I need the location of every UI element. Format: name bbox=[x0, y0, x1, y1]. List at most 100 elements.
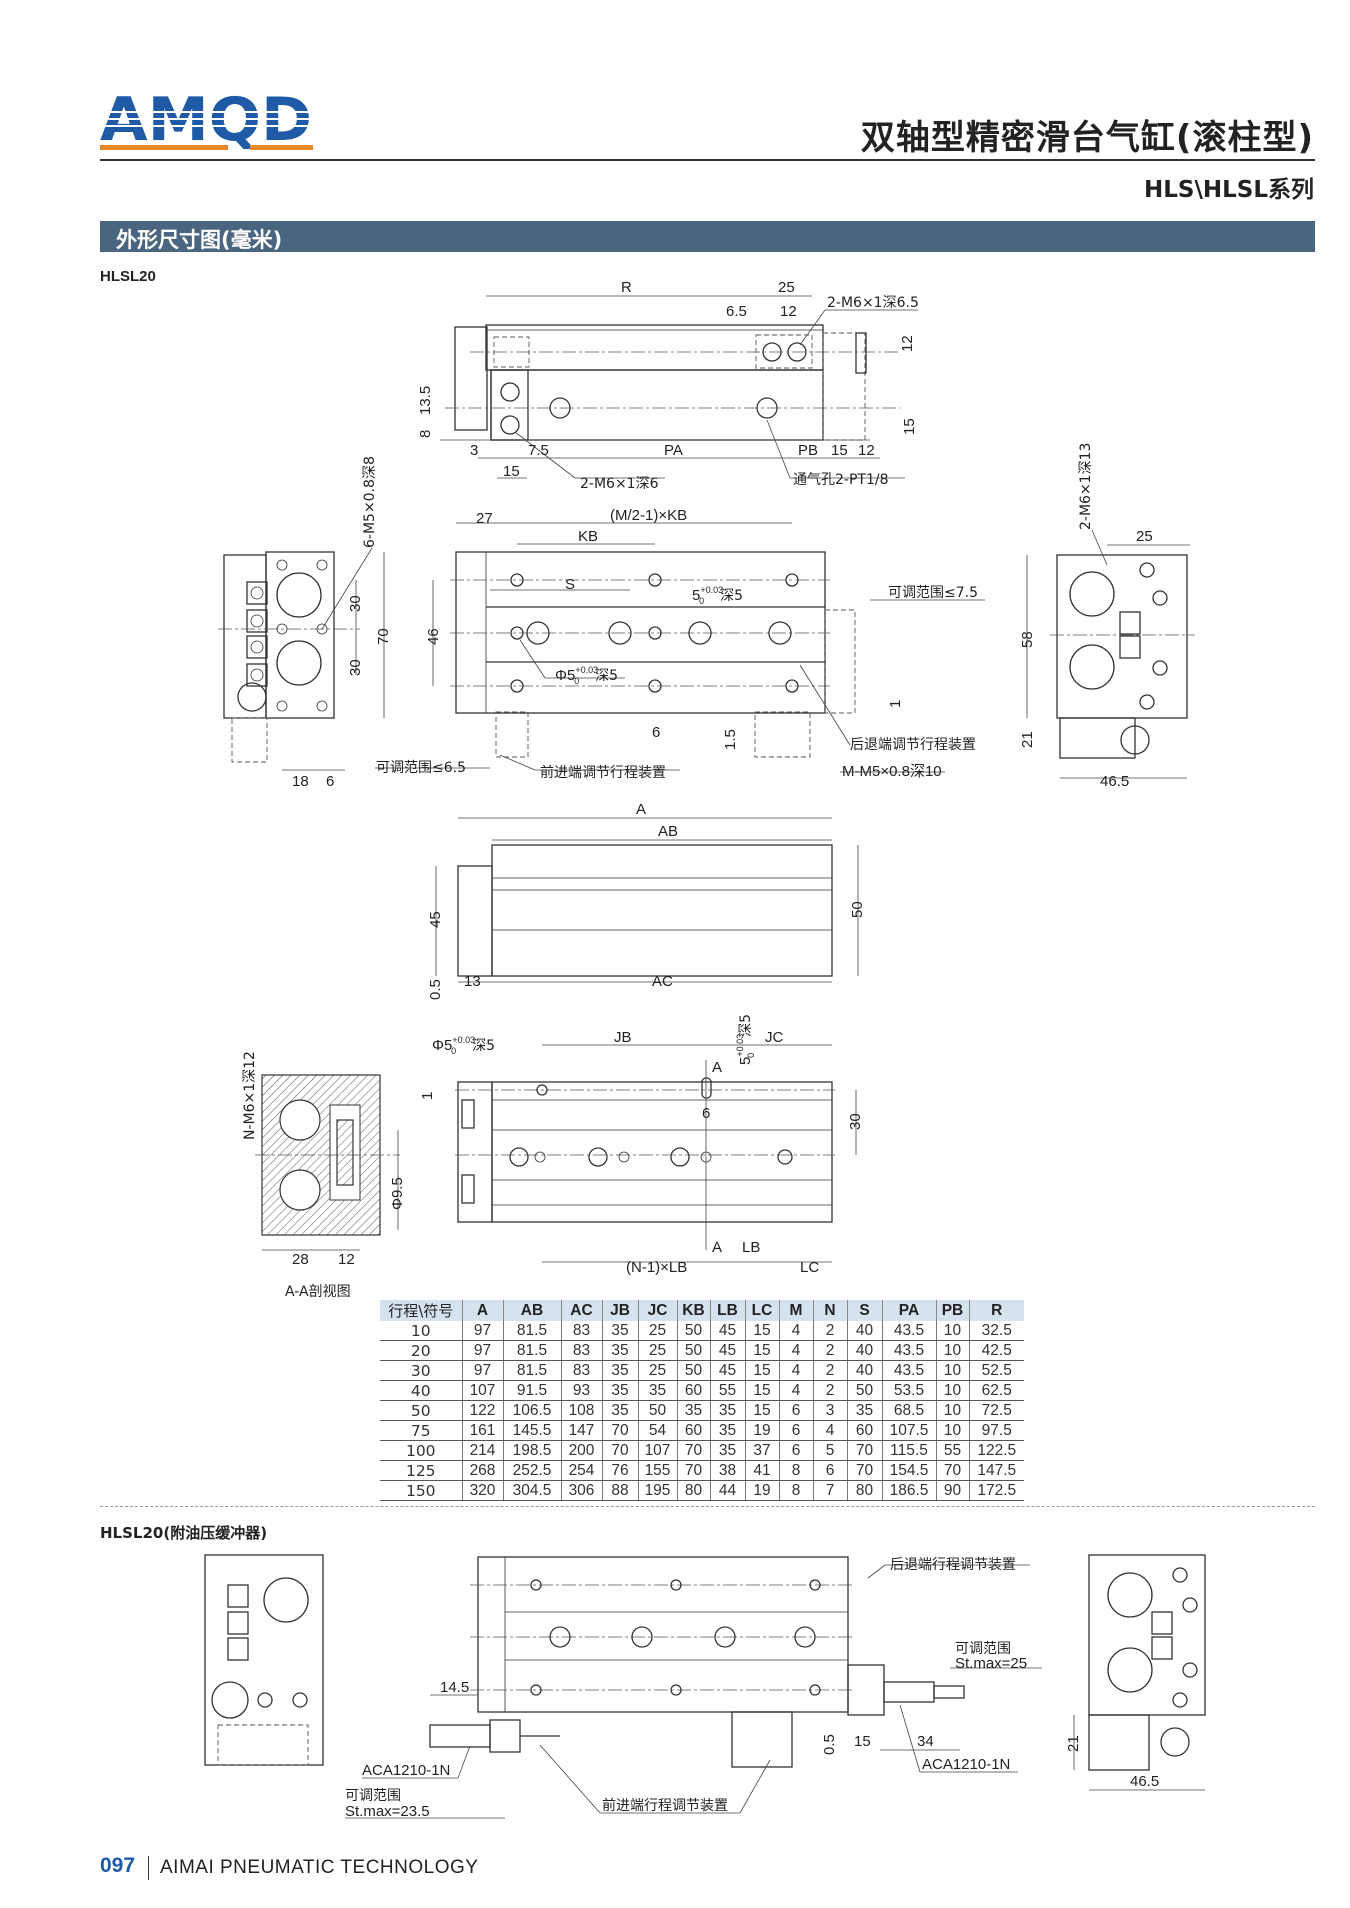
thread-callout: 2-M6×1深6 bbox=[580, 476, 659, 492]
dim-label: 28 bbox=[292, 1251, 309, 1268]
absorber-model-front: ACA1210-1N bbox=[362, 1762, 450, 1779]
dim-label: 70 bbox=[375, 628, 392, 645]
value-cell: 198.5 bbox=[502, 1440, 561, 1461]
stroke-cell: 75 bbox=[380, 1420, 462, 1441]
value-cell: 97 bbox=[461, 1321, 503, 1341]
value-cell: 254 bbox=[560, 1460, 602, 1481]
footer-divider bbox=[148, 1856, 149, 1880]
section-caption: A-A剖视图 bbox=[285, 1284, 351, 1300]
slot-base: 5 bbox=[737, 1057, 754, 1065]
dim-label: 3 bbox=[470, 442, 478, 459]
dim-label: 46.5 bbox=[1130, 1773, 1159, 1790]
front-stroke-device: 前进端行程调节装置 bbox=[602, 1797, 728, 1814]
dim-label: R bbox=[621, 279, 632, 296]
value-cell: 15 bbox=[744, 1380, 779, 1401]
dim-label: LC bbox=[800, 1259, 819, 1276]
value-cell: 35 bbox=[637, 1380, 677, 1401]
value-cell: 45 bbox=[709, 1340, 745, 1361]
value-cell: 10 bbox=[935, 1380, 969, 1401]
column-header: JB bbox=[601, 1300, 638, 1321]
value-cell: 6 bbox=[778, 1400, 813, 1421]
tolerance-upper: +0.03 bbox=[452, 1035, 475, 1045]
value-cell: 4 bbox=[778, 1340, 813, 1361]
dim-label: 15 bbox=[831, 442, 848, 459]
value-cell: 35 bbox=[601, 1321, 638, 1341]
dim-label: 21 bbox=[1019, 731, 1036, 748]
dim-label: Φ9.5 bbox=[389, 1177, 406, 1210]
value-cell: 81.5 bbox=[502, 1340, 561, 1361]
tolerance-lower: 0 bbox=[451, 1046, 456, 1056]
page-title: 双轴型精密滑台气缸(滚柱型) bbox=[860, 118, 1314, 158]
top-view-drawing: R 25 6.5 12 2-M6×1深6.5 12 13.5 8 15 3 7.… bbox=[417, 279, 919, 492]
value-cell: 35 bbox=[676, 1400, 710, 1421]
dim-label: PB bbox=[798, 442, 818, 459]
dim-label: 27 bbox=[476, 510, 493, 527]
dim-label: 58 bbox=[1019, 631, 1036, 648]
value-cell: 115.5 bbox=[881, 1440, 936, 1461]
value-cell: 90 bbox=[935, 1480, 969, 1501]
dim-label: 18 bbox=[292, 773, 309, 790]
value-cell: 91.5 bbox=[502, 1380, 561, 1401]
value-cell: 2 bbox=[812, 1380, 847, 1401]
section-banner: 外形尺寸图(毫米) bbox=[100, 221, 1315, 252]
air-port-callout: 通气孔2-PT1/8 bbox=[793, 472, 888, 488]
dim-label: 21 bbox=[1065, 1735, 1082, 1752]
value-cell: 80 bbox=[846, 1480, 882, 1501]
value-cell: 68.5 bbox=[881, 1400, 936, 1421]
value-cell: 60 bbox=[846, 1420, 882, 1441]
dim-label: 7.5 bbox=[528, 442, 549, 459]
tolerance-lower: 0 bbox=[699, 596, 704, 606]
section-aa-drawing: N-M6×1深12 Φ9.5 28 12 A-A剖视图 bbox=[242, 1051, 406, 1300]
company-name: AIMAI PNEUMATIC TECHNOLOGY bbox=[160, 1857, 479, 1878]
value-cell: 37 bbox=[744, 1440, 779, 1461]
value-cell: 50 bbox=[676, 1340, 710, 1361]
tolerance-lower: 0 bbox=[574, 676, 579, 686]
depth-label: 深5 bbox=[472, 1038, 495, 1054]
value-cell: 72.5 bbox=[968, 1400, 1024, 1421]
dim-label: 30 bbox=[347, 595, 364, 612]
value-cell: 50 bbox=[676, 1321, 710, 1341]
value-cell: 4 bbox=[778, 1321, 813, 1341]
value-cell: 88 bbox=[601, 1480, 638, 1501]
value-cell: 45 bbox=[709, 1360, 745, 1381]
adjust-range-rear: 可调范围≤7.5 bbox=[888, 584, 978, 601]
dim-label: 1 bbox=[419, 1092, 436, 1100]
dim-label: 6 bbox=[702, 1105, 710, 1122]
dim-label: (M/2-1)×KB bbox=[610, 507, 687, 524]
value-cell: 7 bbox=[812, 1480, 847, 1501]
value-cell: 83 bbox=[560, 1321, 602, 1341]
dim-label: JC bbox=[765, 1029, 784, 1046]
value-cell: 97 bbox=[461, 1360, 503, 1381]
tolerance-upper: +0.03 bbox=[575, 665, 598, 675]
value-cell: 53.5 bbox=[881, 1380, 936, 1401]
value-cell: 55 bbox=[709, 1380, 745, 1401]
value-cell: 35 bbox=[601, 1380, 638, 1401]
value-cell: 320 bbox=[461, 1480, 503, 1501]
tolerance-upper: +0.03 bbox=[735, 1034, 745, 1057]
column-header: PB bbox=[935, 1300, 969, 1321]
column-header: N bbox=[812, 1300, 847, 1321]
value-cell: 3 bbox=[812, 1400, 847, 1421]
value-cell: 195 bbox=[637, 1480, 677, 1501]
value-cell: 6 bbox=[812, 1460, 847, 1481]
value-cell: 6 bbox=[778, 1420, 813, 1441]
thread-callout: M-M5×0.8深10 bbox=[842, 763, 942, 780]
dim-label: 46 bbox=[425, 628, 442, 645]
stroke-cell: 20 bbox=[380, 1340, 462, 1361]
value-cell: 10 bbox=[935, 1420, 969, 1441]
value-cell: 83 bbox=[560, 1340, 602, 1361]
stroke-cell: 125 bbox=[380, 1460, 462, 1481]
dim-label: 6.5 bbox=[726, 303, 747, 320]
value-cell: 186.5 bbox=[881, 1480, 936, 1501]
value-cell: 107 bbox=[461, 1380, 503, 1401]
value-cell: 40 bbox=[846, 1340, 882, 1361]
stroke-max-rear: St.max=25 bbox=[955, 1655, 1027, 1672]
